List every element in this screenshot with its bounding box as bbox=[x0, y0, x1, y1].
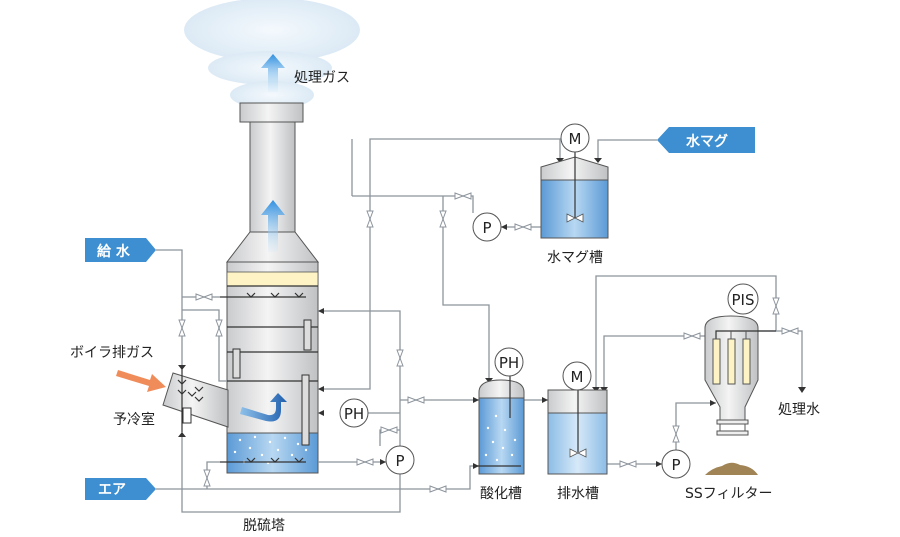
air-tag: エア bbox=[85, 478, 156, 500]
svg-text:P: P bbox=[395, 452, 404, 470]
svg-text:エア: エア bbox=[98, 482, 126, 498]
svg-text:PH: PH bbox=[499, 354, 519, 372]
ss-filter-vessel bbox=[704, 315, 776, 436]
feed-water-tag: 給 水 bbox=[85, 238, 156, 262]
svg-text:給 水: 給 水 bbox=[97, 243, 131, 260]
desulfurization-tower-label: 脱硫塔 bbox=[243, 518, 285, 534]
boiler-exhaust-arrow-icon bbox=[116, 370, 166, 392]
valve bbox=[366, 210, 374, 228]
treated-gas-label: 処理ガス bbox=[294, 70, 350, 86]
motor-drain: M bbox=[562, 361, 592, 391]
ss-filter-label: SSフィルター bbox=[685, 486, 773, 502]
valve bbox=[429, 485, 447, 493]
valve bbox=[380, 426, 398, 434]
drain-tank bbox=[547, 389, 608, 475]
valve bbox=[619, 460, 637, 468]
treated-water-label: 処理水 bbox=[778, 402, 820, 418]
motor-mg: M bbox=[560, 123, 590, 153]
valve bbox=[178, 319, 186, 337]
valve bbox=[407, 396, 425, 404]
svg-text:水マグ: 水マグ bbox=[686, 133, 728, 150]
boiler-exhaust-label: ボイラ排ガス bbox=[70, 345, 154, 361]
sludge-icon bbox=[705, 462, 758, 475]
precooler-label: 予冷室 bbox=[113, 411, 155, 428]
svg-text:M: M bbox=[571, 368, 584, 386]
stack-gas-arrow-icon bbox=[261, 200, 285, 252]
drain-tank-label: 排水槽 bbox=[557, 486, 599, 502]
valve bbox=[772, 297, 780, 315]
valve bbox=[203, 469, 211, 487]
mg-hydroxide-tank bbox=[540, 152, 609, 239]
valve bbox=[672, 425, 680, 443]
ph-meter-tower: PH bbox=[339, 398, 369, 428]
svg-text:P: P bbox=[671, 456, 680, 474]
valves[interactable] bbox=[178, 192, 799, 493]
gas-flow-arrow-icon bbox=[240, 393, 287, 422]
pump-drain[interactable]: P bbox=[661, 449, 691, 479]
svg-text:P: P bbox=[482, 219, 491, 237]
exhaust-cloud bbox=[184, 0, 360, 109]
svg-text:PIS: PIS bbox=[732, 291, 755, 309]
precooler bbox=[162, 365, 229, 432]
oxidation-tank bbox=[475, 376, 525, 475]
valve bbox=[683, 332, 701, 340]
valve bbox=[356, 458, 374, 466]
valve bbox=[514, 223, 532, 231]
mg-hydroxide-tank-label: 水マグ槽 bbox=[547, 250, 603, 266]
valve bbox=[396, 349, 404, 367]
svg-text:PH: PH bbox=[344, 405, 364, 423]
pump-mg[interactable]: P bbox=[472, 212, 502, 242]
mg-hydroxide-tag: 水マグ bbox=[657, 127, 755, 153]
valve bbox=[215, 319, 223, 337]
valve bbox=[439, 210, 447, 228]
ph-meter-oxidation: PH bbox=[494, 347, 524, 377]
valve bbox=[781, 327, 799, 335]
pump-tower[interactable]: P bbox=[385, 445, 415, 475]
oxidation-tank-label: 酸化槽 bbox=[480, 486, 522, 502]
valve bbox=[454, 192, 472, 200]
pis-gauge: PIS bbox=[727, 283, 759, 315]
valve bbox=[195, 293, 213, 301]
svg-text:M: M bbox=[569, 130, 582, 148]
treated-gas-arrow-icon bbox=[261, 54, 285, 92]
